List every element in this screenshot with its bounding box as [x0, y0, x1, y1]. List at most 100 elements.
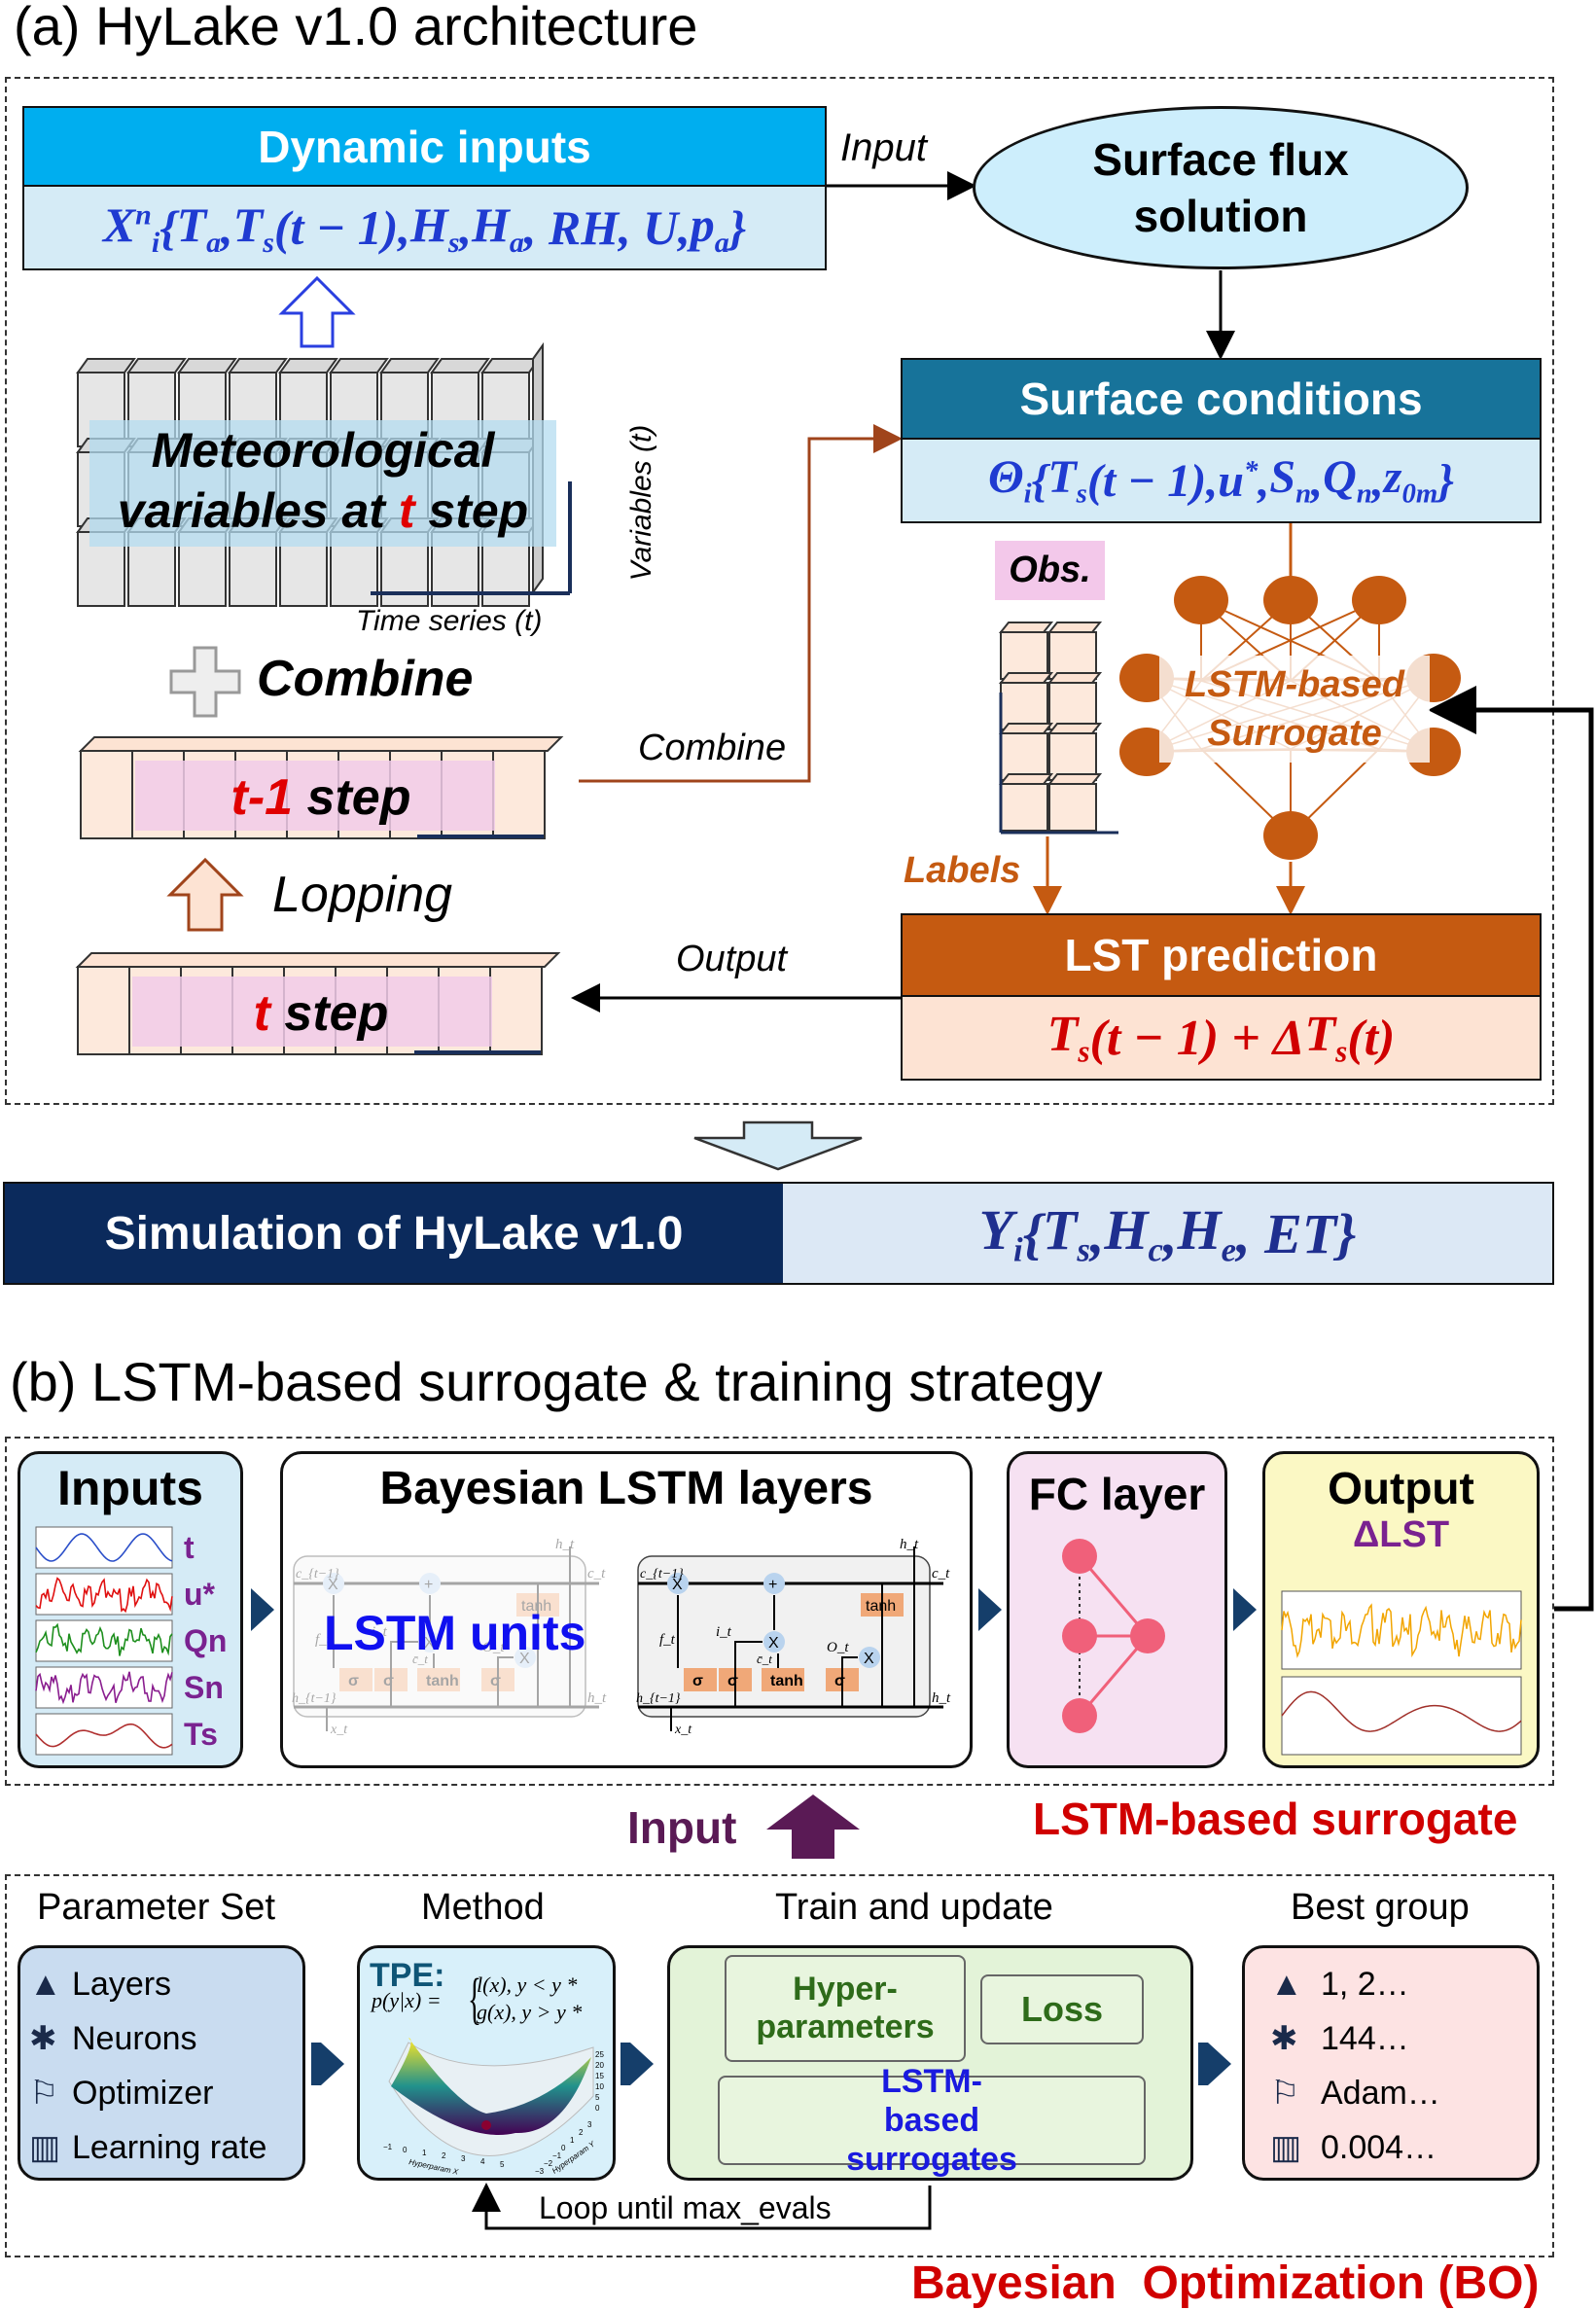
bo-header-parameter-set: Parameter Set	[37, 1887, 275, 1928]
formula-symbol: (t − 1),	[1086, 454, 1219, 507]
formula-superscript: *	[1243, 454, 1259, 486]
lopping-up-arrow-icon	[166, 857, 244, 932]
formula-symbol: H	[1177, 1197, 1222, 1262]
lstm-add: +	[424, 1577, 433, 1593]
fc-node	[1062, 1618, 1097, 1653]
formula-symbol: T	[1042, 1197, 1078, 1262]
formula-symbol: ,	[1162, 1201, 1178, 1265]
tpe-y-tick: 1	[570, 2136, 575, 2145]
grid-cell-top	[430, 358, 490, 373]
formula-token: (t − 1),	[1087, 454, 1218, 508]
meteorological-line2-text: variables at	[117, 483, 399, 538]
t-step-block	[75, 952, 561, 1055]
best-group-value: Adam…	[1321, 2074, 1440, 2112]
surrogate-section-label: LSTM-based surrogate	[1033, 1794, 1518, 1844]
lstm-sigma: σ	[348, 1673, 359, 1689]
tpe-case2: g(x), y > y *	[477, 2000, 583, 2024]
output-series-1	[1281, 1603, 1522, 1658]
tpe-z-tick: 15	[595, 2072, 604, 2080]
best-group-panel	[1242, 1945, 1540, 2181]
formula-token: , RH, U,	[524, 199, 691, 256]
formula-token: Ts	[1304, 1006, 1347, 1069]
grid-cell-top	[177, 358, 237, 373]
formula-symbol: X	[102, 196, 136, 252]
meteorological-line2: variables at t step	[89, 480, 556, 541]
lstm-mul: X	[672, 1577, 683, 1593]
formula-symbol: z	[1383, 451, 1402, 504]
formula-token: Ts	[1047, 450, 1087, 511]
formula-symbol: H	[1104, 1197, 1149, 1262]
obs-cell	[1048, 631, 1097, 680]
formula-symbol: }	[728, 200, 747, 255]
formula-symbol: (t − 1) + Δ	[1089, 1010, 1305, 1066]
part-b-frame	[5, 1437, 1554, 1786]
formula-subscript: n	[1295, 478, 1312, 510]
up-arrow-icon	[278, 275, 356, 348]
lstm-tanh: tanh	[426, 1673, 459, 1689]
formula-subscript: 0m	[1401, 478, 1438, 510]
lstm-sigma: σ	[383, 1673, 394, 1689]
best-group-row: ✱144…	[1270, 2011, 1440, 2066]
surrogate-line2: Surrogate	[1207, 713, 1382, 754]
lstm-o_t: O_t	[827, 1640, 849, 1655]
input-label: Input	[840, 126, 927, 169]
formula-symbol: ,	[459, 200, 473, 255]
simulation-bar: Simulation of HyLake v1.0 Yi{Ts, Hc, He,…	[3, 1182, 1554, 1285]
input-series-sparkline	[35, 1619, 173, 1662]
formula-subscript: a	[714, 226, 729, 259]
tpe-x-tick: −1	[383, 2143, 393, 2151]
surrogate-line1: LSTM-based	[1185, 664, 1404, 705]
grid-cell-top	[329, 358, 389, 373]
optimizer-icon: ⚐	[1270, 2075, 1300, 2112]
plus-icon	[169, 646, 241, 718]
tpe-x-tick: 2	[442, 2151, 446, 2160]
formula-symbol: ,	[1311, 454, 1324, 507]
lstm-mul: X	[864, 1651, 874, 1667]
formula-symbol: Q	[1323, 451, 1357, 504]
formula-token: Sn	[1269, 450, 1311, 511]
surface-conditions-header: Surface conditions	[901, 358, 1542, 440]
formula-token: Xni	[103, 196, 160, 260]
learning-rate-icon: ▥	[29, 2129, 61, 2166]
formula-symbol: T	[1304, 1007, 1336, 1063]
neurons-icon: ✱	[29, 2020, 57, 2057]
formula-subscript: s	[447, 226, 460, 259]
lstm-mul: X	[768, 1635, 779, 1652]
formula-symbol: ,	[221, 200, 233, 255]
t-minus-1-block	[78, 736, 564, 839]
formula-subscript: s	[263, 226, 274, 259]
formula-token: ,	[1311, 454, 1323, 508]
parameter-label: Learning rate	[72, 2128, 267, 2166]
formula-token: ,	[1163, 1201, 1178, 1266]
labels-label: Labels	[904, 850, 1021, 891]
lstm-x_t: x_t	[674, 1723, 692, 1737]
arrow-params-to-method	[311, 2043, 321, 2085]
arrow-params-to-method-head	[321, 2043, 344, 2085]
bo-header-best: Best group	[1291, 1887, 1470, 1928]
layers-icon: ▲	[29, 1965, 62, 2003]
formula-token: }	[1437, 454, 1454, 508]
lstm-mul: X	[424, 1635, 435, 1652]
loop-label: Loop until max_evals	[539, 2190, 832, 2226]
grid-cell-top	[278, 358, 338, 373]
formula-symbol: Θ	[987, 451, 1024, 504]
input-series-row: u*	[35, 1571, 227, 1617]
combine-arrow	[579, 424, 903, 783]
formula-token: Ts	[1047, 1006, 1090, 1069]
tpe-z-tick: 10	[595, 2082, 604, 2091]
obs-cell	[1000, 631, 1048, 680]
lstm-sigma: σ	[490, 1673, 501, 1689]
formula-token: (t − 1),	[274, 199, 410, 256]
grid-cell-top	[126, 358, 187, 373]
formula-subscript: e	[1221, 1230, 1237, 1269]
parameter-label: Layers	[72, 1965, 172, 2003]
lst-prediction-header: LST prediction	[901, 913, 1542, 997]
feedback-arrow	[1428, 686, 1594, 1612]
tpe-y-tick: −2	[544, 2159, 553, 2168]
lstm-add: +	[768, 1577, 777, 1593]
loss-box: Loss	[980, 1974, 1144, 2044]
output-subtitle: ΔLST	[1352, 1514, 1450, 1555]
